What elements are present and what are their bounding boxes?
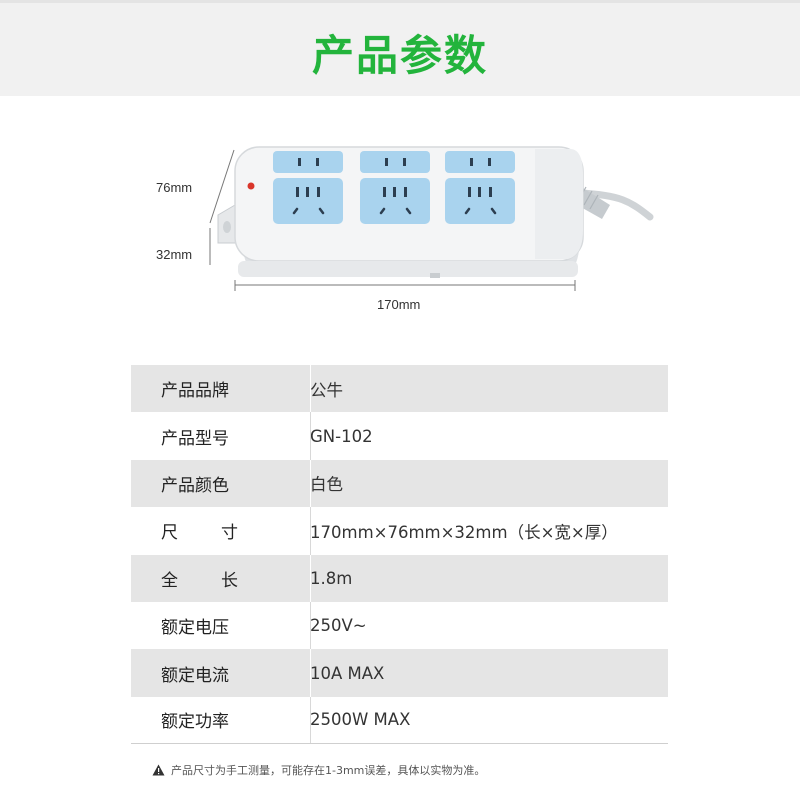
spec-row-power: 额定功率 2500W MAX	[131, 696, 668, 745]
spec-label-char: 长	[221, 570, 238, 591]
spec-row-model: 产品型号 GN-102	[131, 412, 668, 460]
page-title: 产品参数	[311, 31, 488, 80]
spec-value: 170mm×76mm×32mm（长×宽×厚）	[310, 522, 618, 542]
spec-label: 产品颜色	[161, 475, 229, 496]
spec-label: 尺 寸	[131, 518, 310, 543]
spec-row-voltage: 额定电压 250V~	[131, 601, 668, 650]
dimension-height-label: 76mm	[156, 180, 193, 195]
power-strip-image	[209, 146, 654, 291]
spec-row-current: 额定电流 10A MAX	[131, 649, 668, 697]
spec-value: 1.8m	[310, 568, 353, 588]
spec-table: 产品品牌 公牛 产品型号 GN-102 产品颜色 白色 尺 寸 170mm×76…	[131, 365, 668, 745]
spec-value: 白色	[310, 475, 343, 495]
spec-value: 2500W MAX	[310, 710, 411, 730]
header-banner: 产品参数	[0, 0, 800, 96]
spec-label: 全 长	[131, 566, 310, 591]
spec-label-char: 寸	[221, 523, 238, 544]
spec-value: 10A MAX	[310, 663, 385, 683]
product-illustration: 76mm 32mm 170mm	[150, 135, 670, 325]
spec-row-size: 尺 寸 170mm×76mm×32mm（长×宽×厚）	[131, 507, 668, 555]
spec-row-brand: 产品品牌 公牛	[131, 365, 668, 413]
warning-icon	[152, 764, 165, 776]
dimension-thickness-label: 32mm	[156, 247, 193, 262]
spec-value: 公牛	[310, 380, 343, 400]
spec-label: 额定功率	[161, 712, 229, 733]
spec-label-char: 全	[161, 570, 178, 591]
spec-label: 产品型号	[161, 428, 229, 449]
header-top-strip	[0, 0, 800, 3]
measurement-note: 产品尺寸为手工测量，可能存在1-3mm误差，具体以实物为准。	[152, 761, 485, 779]
spec-row-color: 产品颜色 白色	[131, 459, 668, 508]
spec-label: 额定电压	[161, 618, 229, 639]
measurement-note-text: 产品尺寸为手工测量，可能存在1-3mm误差，具体以实物为准。	[171, 764, 486, 777]
spec-value: 250V~	[310, 616, 367, 636]
spec-row-length: 全 长 1.8m	[131, 554, 668, 602]
spec-label: 产品品牌	[161, 381, 229, 402]
spec-label: 额定电流	[161, 665, 229, 686]
dimension-length-label: 170mm	[377, 297, 421, 312]
spec-value: GN-102	[310, 426, 373, 446]
spec-label-char: 尺	[161, 523, 178, 544]
